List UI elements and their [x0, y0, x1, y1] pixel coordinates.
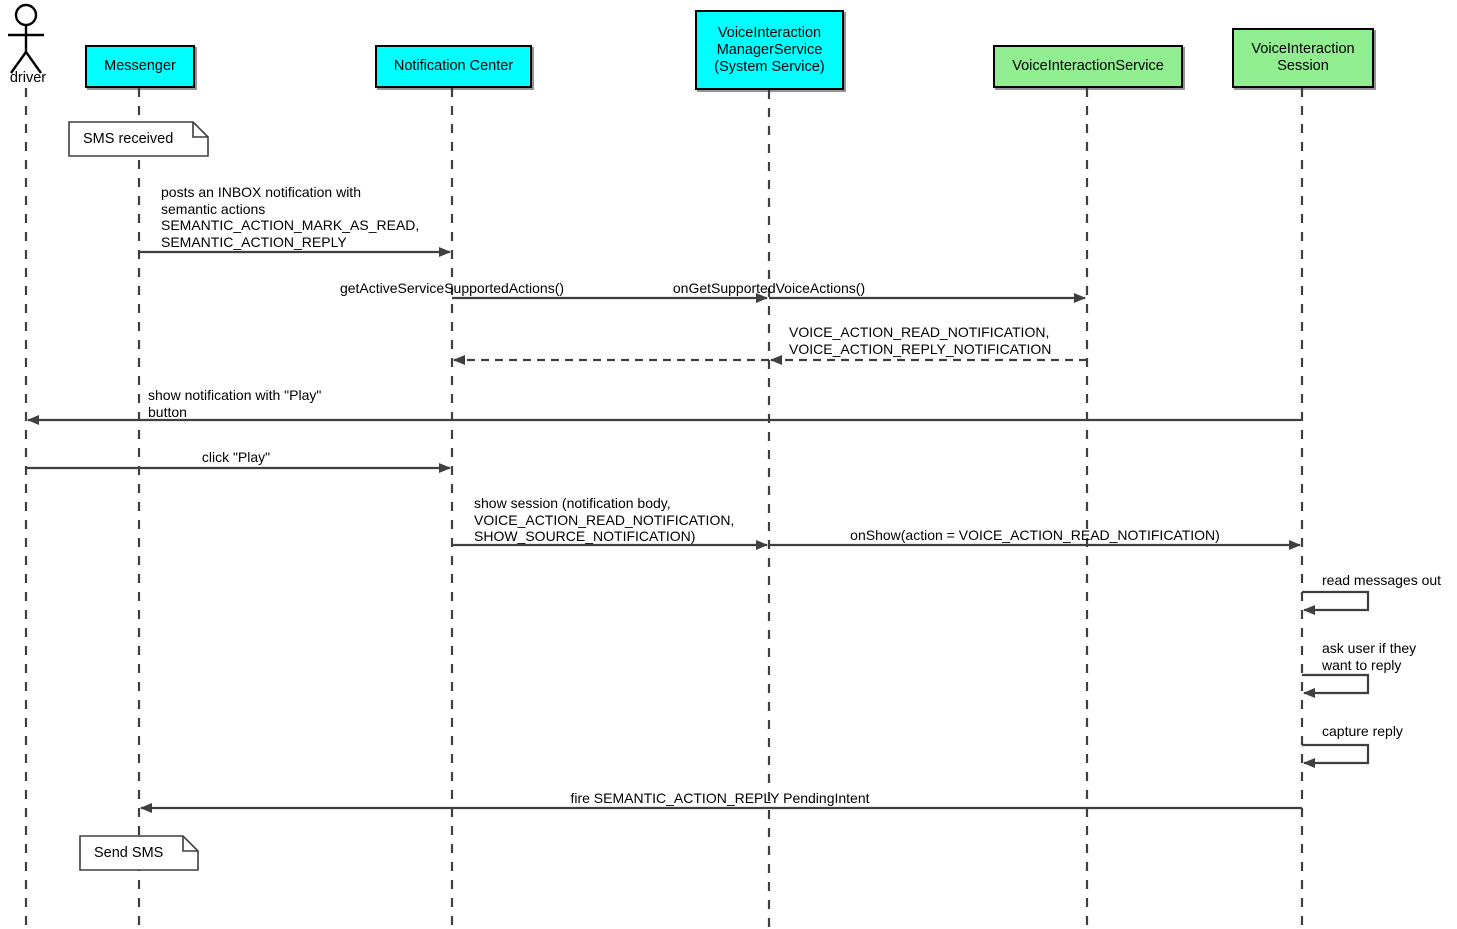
actor-driver-label: driver — [9, 70, 47, 86]
message-label-on-get-supported-voice-actions: onGetSupportedVoiceActions() — [672, 280, 866, 296]
message-label-get-active-service-supported-actions: getActiveServiceSupportedActions() — [339, 280, 565, 296]
self-loop-capture-reply — [1302, 743, 1370, 768]
self-loop-ask-user-if-they-want-to-reply — [1302, 673, 1370, 698]
note-sms-received: SMS received — [69, 122, 208, 156]
note-send-sms-shape — [79, 835, 199, 871]
self-loop-read-messages-out — [1302, 590, 1370, 615]
lifelines-group — [24, 88, 1304, 929]
note-send-sms: Send SMS — [80, 836, 198, 870]
self-message-loops-group — [1302, 590, 1370, 768]
participant-voice-interaction-manager-service[interactable]: VoiceInteraction ManagerService (System … — [695, 10, 844, 90]
participant-messenger-label: Messenger — [104, 58, 176, 74]
participant-voice-interaction-session[interactable]: VoiceInteraction Session — [1232, 28, 1374, 88]
participant-voice-interaction-service[interactable]: VoiceInteractionService — [993, 45, 1183, 88]
self-message-label-capture-reply: capture reply — [1322, 723, 1403, 739]
message-label-fire-semantic-action-reply-pending-intent: fire SEMANTIC_ACTION_REPLY PendingIntent — [570, 790, 870, 806]
message-label-show-session: show session (notification body, VOICE_A… — [474, 495, 735, 544]
self-message-label-read-messages-out: read messages out — [1322, 572, 1442, 588]
note-send-sms-text: Send SMS — [94, 845, 164, 861]
note-sms-received-text: SMS received — [83, 131, 174, 147]
self-message-label-ask-user-if-they-want-to-reply: ask user if they want to reply — [1322, 640, 1417, 673]
participant-notification-center[interactable]: Notification Center — [375, 45, 532, 88]
participant-voice-interaction-service-label: VoiceInteractionService — [1012, 58, 1164, 74]
participant-notification-center-label: Notification Center — [393, 58, 514, 74]
message-label-show-notification-with-play-button: show notification with "Play" button — [148, 387, 322, 420]
participant-messenger[interactable]: Messenger — [85, 45, 195, 88]
actor-driver-figure — [8, 3, 44, 74]
participant-voice-interaction-manager-service-label: VoiceInteraction ManagerService (System … — [714, 24, 825, 75]
note-sms-received-shape — [68, 121, 209, 157]
message-label-on-show: onShow(action = VOICE_ACTION_READ_NOTIFI… — [850, 527, 1220, 543]
message-label-post-inbox-notification: posts an INBOX notification with semanti… — [161, 184, 420, 250]
message-label-click-play: click "Play" — [201, 449, 271, 465]
message-label-return-supported-voice-actions: VOICE_ACTION_READ_NOTIFICATION, VOICE_AC… — [789, 324, 1052, 357]
participant-voice-interaction-session-label: VoiceInteraction Session — [1251, 41, 1355, 74]
message-arrows-group — [26, 247, 1302, 813]
